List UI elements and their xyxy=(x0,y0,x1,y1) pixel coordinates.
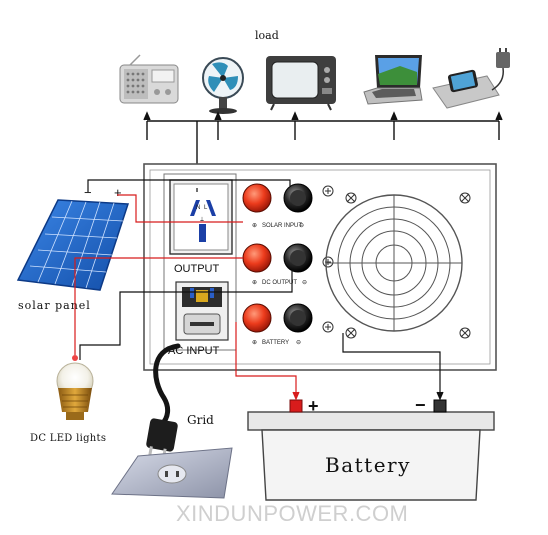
battery-label: Battery xyxy=(325,453,411,477)
solar-positive-sign: + xyxy=(114,185,122,200)
solar-panel-label: solar panel xyxy=(18,299,91,312)
phone-charger-icon xyxy=(432,48,510,109)
ac-input-label: AC INPUT xyxy=(168,345,220,357)
grid-label: Grid xyxy=(187,413,214,427)
load-bus xyxy=(143,111,503,188)
svg-text:⊕: ⊕ xyxy=(252,280,257,286)
svg-text:⊕: ⊕ xyxy=(252,340,257,346)
svg-text:DC OUTPUT: DC OUTPUT xyxy=(262,280,297,286)
svg-text:L: L xyxy=(204,205,208,211)
battery-minus-sign: − xyxy=(415,395,426,415)
dc-led-lights-label: DC LED lights xyxy=(30,433,106,444)
battery-icon xyxy=(247,399,495,501)
svg-text:⊖: ⊖ xyxy=(299,223,304,229)
watermark: XINDUNPOWER.COM xyxy=(176,501,408,526)
radio-icon xyxy=(119,54,179,104)
solar-input-terminals: ⊕ SOLAR INPUT ⊖ xyxy=(242,183,313,229)
laptop-icon xyxy=(363,55,423,105)
solar-negative-sign: − xyxy=(84,185,92,200)
svg-text:⊖: ⊖ xyxy=(296,340,301,346)
load-label: load xyxy=(255,29,279,42)
output-socket: N L ⏚ xyxy=(169,179,233,255)
svg-text:N: N xyxy=(196,205,200,211)
ac-input-socket xyxy=(175,281,229,341)
dc-led-bulb-icon xyxy=(56,355,94,420)
battery-plus-sign: + xyxy=(308,396,319,416)
solar-panel xyxy=(16,199,130,291)
fan-icon xyxy=(202,57,244,114)
tv-icon xyxy=(266,56,336,111)
svg-text:SOLAR INPUT: SOLAR INPUT xyxy=(262,223,302,229)
svg-text:⊖: ⊖ xyxy=(302,280,307,286)
wall-outlet-plate-icon xyxy=(111,447,233,499)
cooling-fan-grille xyxy=(325,192,471,339)
wiring xyxy=(74,179,444,401)
svg-text:⏚: ⏚ xyxy=(199,217,205,224)
output-label: OUTPUT xyxy=(174,263,220,275)
dc-output-terminals: ⊕ DC OUTPUT ⊖ xyxy=(242,243,313,286)
svg-text:BATTERY: BATTERY xyxy=(262,340,289,346)
svg-text:⊕: ⊕ xyxy=(252,223,257,229)
battery-terminals: ⊕ BATTERY ⊖ xyxy=(242,303,313,346)
